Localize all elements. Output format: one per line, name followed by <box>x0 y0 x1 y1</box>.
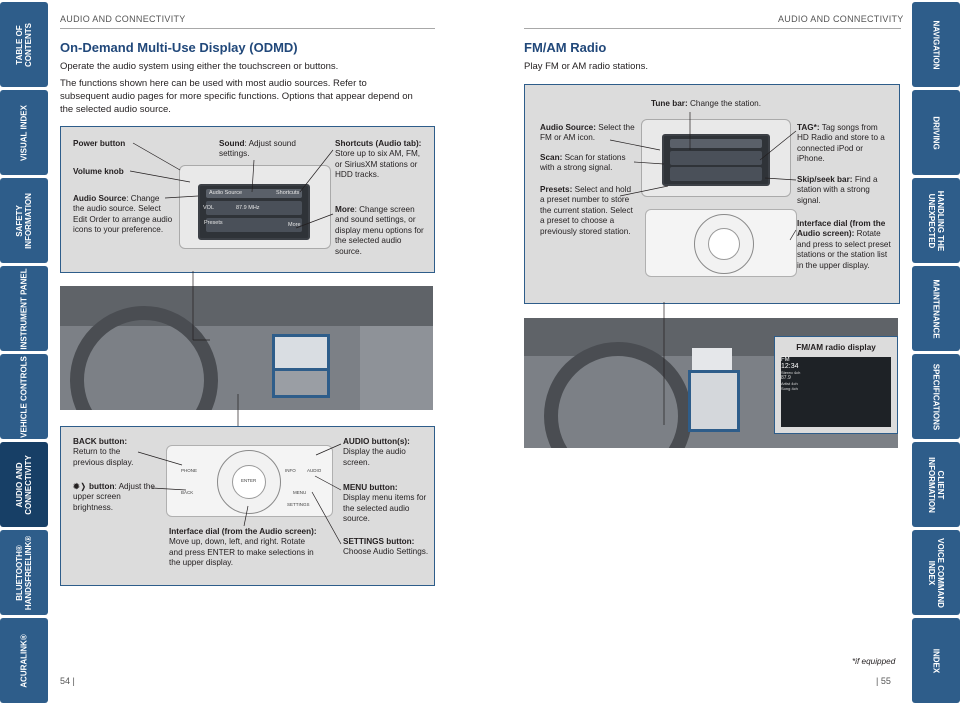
right-intro: Play FM or AM radio stations. <box>524 61 649 72</box>
back-button-callout: BACK button:Return to the previous displ… <box>73 437 134 467</box>
tab-driving[interactable]: DRIVING <box>912 90 960 175</box>
audio-source-callout: Audio Source: Select the FM or AM icon. <box>540 123 635 143</box>
dashboard-photo-left <box>60 286 433 410</box>
tab-vehicle-controls[interactable]: VEHICLE CONTROLS <box>0 354 48 439</box>
tune-bar <box>206 201 302 215</box>
upper-display-panel: Power button Volume knob Audio Source: C… <box>60 126 435 273</box>
head-unit-illustration: Audio Source Shortcuts 87.9 MHz VOL Pres… <box>179 165 331 249</box>
control-panel-illustration <box>645 209 797 277</box>
fm-am-panel: Tune bar: Change the station. Audio Sour… <box>524 84 900 304</box>
tab-table-of-contents[interactable]: TABLE OF CONTENTS <box>0 2 48 87</box>
functions-line-1: The functions shown here can be used wit… <box>60 78 367 89</box>
vol-label: VOL <box>203 205 215 211</box>
power-button-callout: Power button <box>73 139 126 148</box>
lower-controls-highlight <box>272 368 330 398</box>
settings-button[interactable]: SETTINGS <box>287 502 310 507</box>
control-panel-illustration: ENTER PHONE BACK INFO AUDIO MENU SETTING… <box>166 445 333 517</box>
sound-callout: Sound: Adjust sound settings. <box>219 139 296 159</box>
shortcuts-callout: Shortcuts (Audio tab): Store up to six A… <box>335 139 422 180</box>
presets-callout: Presets: Select and hold a preset number… <box>540 185 633 236</box>
tab-specifications[interactable]: SPECIFICATIONS <box>912 354 960 439</box>
intro-paragraph: Operate the audio system using either th… <box>60 61 339 72</box>
interface-dial-callout: Interface dial (from the Audio screen): … <box>169 527 317 568</box>
right-page-number: | 55 <box>876 676 891 686</box>
interface-dial-panel: BACK button:Return to the previous displ… <box>60 426 435 586</box>
left-section-tabs: TABLE OF CONTENTS VISUAL INDEX SAFETY IN… <box>0 0 48 703</box>
head-unit-illustration <box>641 119 791 197</box>
fm-am-display-inset: FM/AM radio display FM 12:34 Stereo 4ch … <box>774 336 898 434</box>
tab-acuralink[interactable]: ACURALINK® <box>0 618 48 703</box>
brightness-button-callout: ✹❭ button: Adjust the upper screen brigh… <box>73 482 155 512</box>
scan-callout: Scan: Scan for stations with a strong si… <box>540 153 626 173</box>
audio-source-softkey[interactable]: Audio Source <box>209 190 243 196</box>
tab-visual-index[interactable]: VISUAL INDEX <box>0 90 48 175</box>
phone-button[interactable]: PHONE <box>181 468 198 473</box>
right-section-tabs: NAVIGATION DRIVING HANDLING THE UNEXPECT… <box>912 0 960 703</box>
screen-top-bar <box>206 189 302 198</box>
enter-button[interactable] <box>232 465 266 499</box>
menu-button-callout: MENU button:Display menu items for the s… <box>343 483 427 524</box>
tab-maintenance[interactable]: MAINTENANCE <box>912 266 960 351</box>
footnote: *if equipped <box>852 657 896 666</box>
display-row-2: 87.9 <box>781 375 791 381</box>
clock: 12:34 <box>781 363 799 370</box>
header-rule <box>524 28 901 29</box>
settings-button-callout: SETTINGS button:Choose Audio Settings. <box>343 537 429 557</box>
info-button[interactable]: INFO <box>285 468 296 473</box>
right-page-title: FM/AM Radio <box>524 40 607 55</box>
tab-client-information[interactable]: CLIENT INFORMATION <box>912 442 960 527</box>
left-page-title: On-Demand Multi-Use Display (ODMD) <box>60 40 298 55</box>
functions-line-3: the selected audio source. <box>60 104 171 115</box>
interface-dial[interactable] <box>694 214 754 274</box>
right-page-header: AUDIO AND CONNECTIVITY <box>778 14 904 24</box>
radio-screen: FM 12:34 Stereo 4ch 87.9 Artist 4ch Song… <box>781 357 891 427</box>
back-button[interactable]: BACK <box>181 490 194 495</box>
left-page-header: AUDIO AND CONNECTIVITY <box>60 14 186 24</box>
audio-button[interactable]: AUDIO <box>307 468 322 473</box>
tab-voice-command-index[interactable]: VOICE COMMAND INDEX <box>912 530 960 615</box>
tab-handling-the-unexpected[interactable]: HANDLING THE UNEXPECTED <box>912 178 960 263</box>
enter-button[interactable] <box>708 228 740 260</box>
band-label: FM <box>781 357 790 363</box>
more-softkey[interactable]: More <box>288 222 301 228</box>
tune-bar-callout: Tune bar: Change the station. <box>651 99 761 108</box>
upper-display <box>692 348 732 370</box>
passenger-dash <box>360 326 433 410</box>
seek-bar <box>206 218 302 232</box>
enter-label: ENTER <box>241 478 257 483</box>
tab-navigation[interactable]: NAVIGATION <box>912 2 960 87</box>
frequency-readout: 87.9 MHz <box>236 205 260 211</box>
touchscreen: Audio Source Shortcuts 87.9 MHz VOL Pres… <box>198 184 310 240</box>
functions-line-2: subsequent audio pages for more specific… <box>60 91 413 102</box>
tab-index[interactable]: INDEX <box>912 618 960 703</box>
display-highlight <box>688 370 740 432</box>
tab-bluetooth-handsfreelink[interactable]: BLUETOOTH® HANDSFREELINK® <box>0 530 48 615</box>
more-callout: More: Change screen and sound settings, … <box>335 205 424 256</box>
skip-seek-callout: Skip/seek bar: Find a station with a str… <box>797 175 878 205</box>
display-row-3: Artist 4ch <box>781 381 798 386</box>
display-row-4: Song 4ch <box>781 386 798 391</box>
display-row-1: Stereo 4ch <box>781 370 801 375</box>
interface-dial[interactable] <box>217 450 281 514</box>
audio-button-callout: AUDIO button(s):Display the audio screen… <box>343 437 410 467</box>
tab-audio-and-connectivity[interactable]: AUDIO AND CONNECTIVITY <box>0 442 48 527</box>
tab-instrument-panel[interactable]: INSTRUMENT PANEL <box>0 266 48 351</box>
tag-callout: TAG*: Tag songs from HD Radio and store … <box>797 123 885 164</box>
header-rule <box>60 28 435 29</box>
touchscreen <box>662 134 770 186</box>
presets-softkey[interactable]: Presets <box>204 220 223 226</box>
dashboard-photo-right: FM/AM radio display FM 12:34 Stereo 4ch … <box>524 318 898 448</box>
interface-dial-callout: Interface dial (from the Audio screen): … <box>797 219 891 270</box>
menu-button[interactable]: MENU <box>293 490 307 495</box>
display-title: FM/AM radio display <box>796 343 876 352</box>
left-page-number: 54 | <box>60 676 75 686</box>
volume-knob-callout: Volume knob <box>73 167 124 176</box>
tab-safety-information[interactable]: SAFETY INFORMATION <box>0 178 48 263</box>
shortcuts-softkey[interactable]: Shortcuts <box>276 190 300 196</box>
audio-source-callout: Audio Source: Change the audio source. S… <box>73 194 173 235</box>
